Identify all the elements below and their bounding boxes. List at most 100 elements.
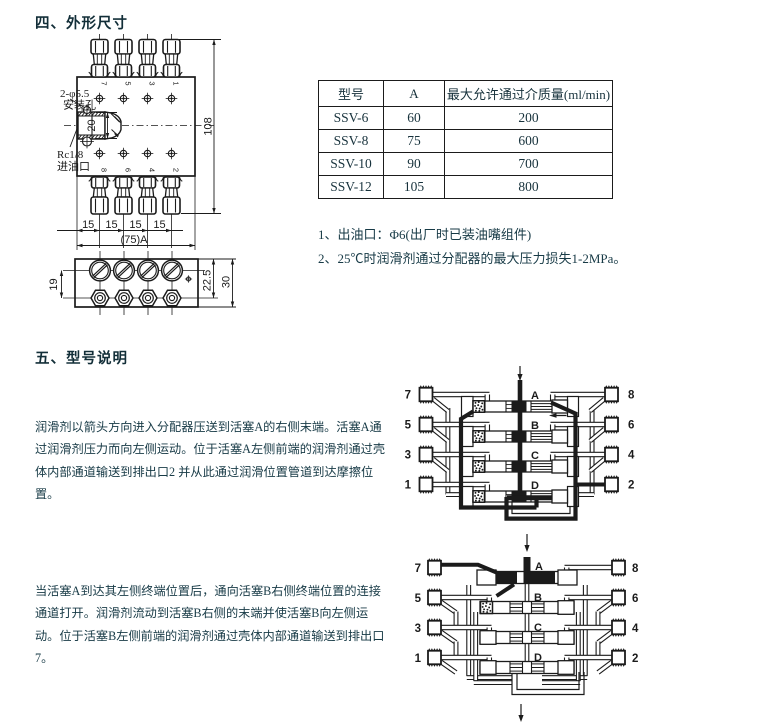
rect-shape: [485, 484, 490, 492]
circle-shape: [474, 491, 477, 494]
rect-shape: [418, 386, 434, 403]
rect-shape: [427, 649, 442, 666]
line-shape: [596, 660, 612, 672]
circle-shape: [478, 409, 481, 412]
circle-shape: [474, 464, 477, 467]
polygon-shape: [435, 664, 439, 667]
line-shape: [590, 460, 607, 473]
rect-shape: [466, 675, 512, 680]
polygon-shape: [424, 401, 428, 404]
port-number-top: 7: [100, 81, 109, 85]
polygon-shape: [617, 664, 620, 667]
polygon-shape: [166, 228, 172, 233]
polygon-shape: [59, 270, 64, 276]
polygon-shape: [610, 401, 613, 404]
bottom-view-labels: 19 22.5 30: [48, 270, 233, 291]
port-number-bottom: 8: [100, 168, 109, 172]
rect-shape: [90, 176, 109, 189]
rect-shape: [596, 611, 600, 630]
polygon-shape: [614, 648, 618, 651]
circle-shape: [475, 497, 478, 500]
line-shape: [94, 134, 99, 139]
polygon-shape: [433, 618, 436, 621]
polygon-shape: [612, 558, 615, 561]
outlet-number-4: 4: [632, 623, 639, 635]
rect-shape: [564, 655, 612, 660]
polygon-shape: [619, 618, 623, 621]
rect-shape: [487, 597, 492, 602]
table-header-row: 型号 A 最大允许通过介质量(ml/min): [318, 80, 613, 107]
polygon-shape: [518, 715, 524, 722]
rect-shape: [557, 569, 578, 586]
polygon-shape: [517, 374, 523, 381]
polygon-shape: [438, 648, 441, 651]
rect-shape: [569, 492, 594, 497]
line-shape: [165, 264, 180, 279]
rect-shape: [90, 38, 109, 55]
polygon-shape: [433, 588, 436, 591]
polygon-shape: [428, 588, 431, 591]
polygon-shape: [622, 604, 625, 607]
rect-shape: [564, 595, 612, 600]
polygon-shape: [140, 187, 155, 198]
rect-shape: [511, 461, 527, 472]
rect-shape: [604, 416, 619, 433]
polygon-shape: [424, 385, 428, 388]
polygon-shape: [427, 445, 430, 448]
rect-shape: [114, 196, 133, 215]
rect-shape: [138, 38, 157, 55]
polygon-shape: [435, 648, 439, 651]
polygon-shape: [116, 187, 131, 198]
polygon-shape: [615, 415, 618, 418]
port-number-bottom: 2: [172, 168, 181, 172]
piston-label-c: C: [534, 622, 542, 634]
polygon-shape: [427, 461, 430, 464]
polygon-shape: [428, 618, 431, 621]
line-shape: [140, 262, 155, 277]
polygon-shape: [588, 397, 606, 413]
rect-shape: [162, 63, 181, 78]
outlet-number-2: 2: [628, 480, 634, 492]
rect-shape: [487, 627, 492, 632]
rect-shape: [90, 196, 109, 215]
polygon-shape: [422, 431, 425, 434]
polyline-shape: [516, 672, 580, 691]
polygon-shape: [422, 385, 425, 388]
polygon-shape: [212, 208, 216, 214]
circle-shape: [475, 467, 478, 470]
polygon-shape: [615, 401, 618, 404]
piston-label-a: A: [535, 561, 543, 573]
line-shape: [431, 460, 448, 473]
distributor-bottom-view: [58, 251, 236, 315]
dimension-20: 20: [86, 119, 98, 131]
rect-shape: [576, 612, 581, 682]
rect-shape: [611, 589, 626, 606]
rect-shape: [590, 408, 594, 495]
circle-shape: [486, 608, 489, 611]
circle-shape: [136, 259, 160, 282]
rect-shape: [114, 176, 133, 189]
rect-shape: [446, 492, 471, 497]
inlet-port-label: Rc1/8: [57, 149, 84, 161]
polygon-shape: [438, 618, 441, 621]
polygon-shape: [427, 475, 430, 478]
section-5-heading: 五、型号说明: [35, 351, 128, 367]
section-4-heading: 四、外形尺寸: [35, 16, 128, 32]
polygon-shape: [435, 618, 439, 621]
note-outlet-port: 1、出油口：Φ6(出厂时已装油嘴组件): [318, 227, 532, 242]
polygon-shape: [610, 415, 613, 418]
cell-model: SSV-6: [318, 106, 384, 130]
front-view-labels: 2-φ5.5 安装孔 Rc1/8 进油口 20 108 15 15 15 15 …: [57, 81, 215, 246]
polygon-shape: [430, 664, 434, 667]
path-shape: [154, 176, 159, 182]
polygon-shape: [428, 664, 431, 667]
rect-shape: [604, 446, 619, 463]
outlet-number-8: 8: [628, 390, 635, 402]
line-shape: [598, 663, 614, 675]
polygon-shape: [610, 445, 613, 448]
polygon-shape: [438, 588, 441, 591]
path-shape: [112, 176, 117, 182]
polygon-shape: [429, 461, 433, 464]
dimension-15: 15: [129, 219, 141, 231]
polygon-shape: [622, 648, 625, 651]
